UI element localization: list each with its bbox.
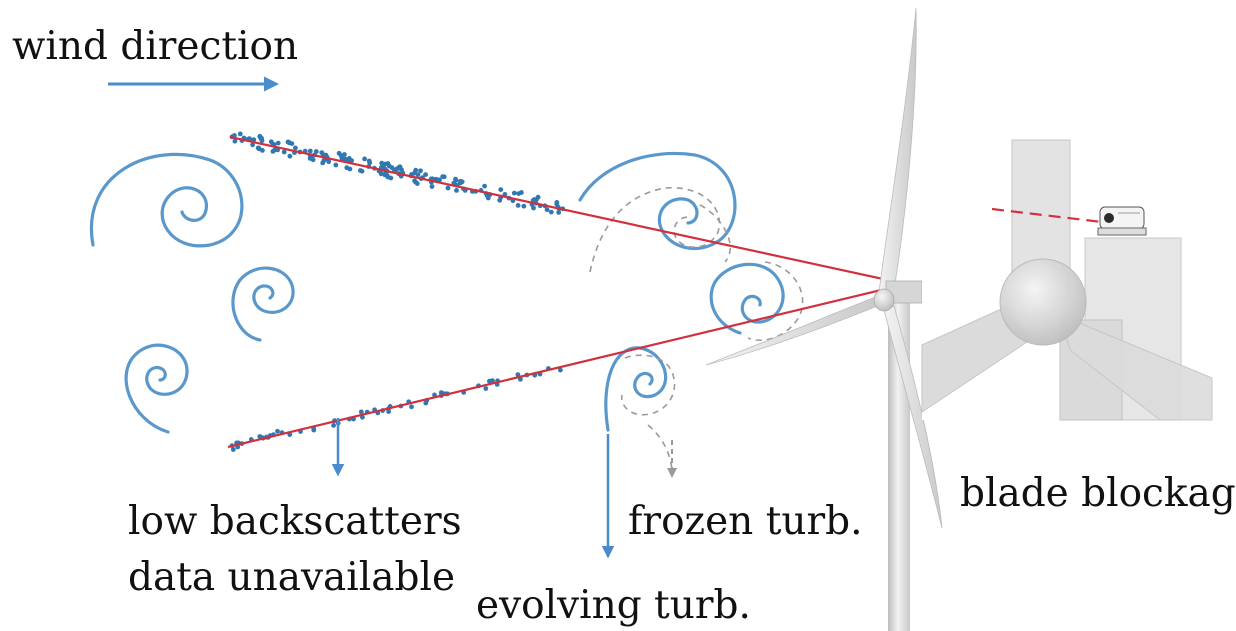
backscatter-point [414, 181, 420, 187]
backscatter-point [287, 153, 293, 159]
backscatter-point [281, 149, 287, 155]
vortex-upper-right [578, 151, 737, 251]
data-unavailable-label: data unavailable [128, 555, 456, 600]
backscatter-point [338, 153, 344, 159]
lidar-beams [227, 135, 907, 449]
backscatter-point [515, 372, 521, 377]
low-backscatters-label: low backscatters [128, 499, 462, 544]
backscatter-point [379, 161, 385, 166]
annotation-arrows [331, 418, 677, 559]
backscatter-point [498, 187, 504, 193]
vortex-evolving [604, 346, 668, 432]
turbine-blade-left [705, 295, 881, 366]
backscatter-point [259, 138, 265, 144]
backscatter-point [482, 183, 487, 189]
backscatter-point [440, 174, 446, 180]
lidar-device-icon [1097, 206, 1147, 236]
turbine-hub [873, 288, 895, 312]
backscatter-point [367, 160, 373, 166]
inset-hub [999, 258, 1087, 346]
backscatter-point [413, 167, 419, 173]
backscatter-point [386, 409, 391, 414]
backscatter-point [558, 367, 563, 373]
backscatter-point [556, 210, 562, 215]
backscatter-point [483, 386, 489, 391]
backscatter-point [418, 168, 423, 174]
vortex-small [124, 343, 189, 434]
blade-blockage-label: blade blockage [960, 471, 1236, 516]
backscatter-point [250, 142, 256, 148]
backscatter-point [358, 168, 363, 173]
backscatter-point [333, 162, 339, 168]
backscatter-point [535, 194, 541, 200]
backscatter-point [275, 428, 280, 434]
backscatter-point [437, 177, 442, 183]
backscatter-point [362, 156, 367, 162]
frozen-turb-label: frozen turb. [628, 499, 863, 544]
backscatter-point [490, 378, 495, 383]
backscatter-point [544, 207, 550, 213]
inset-blade-right [1059, 314, 1213, 421]
backscatter-point [385, 161, 391, 166]
turbine-blade-down [883, 305, 943, 529]
backscatter-point [485, 195, 491, 201]
backscatter-point [320, 160, 326, 166]
wind-direction-label: wind direction [12, 24, 299, 69]
backscatter-point [519, 190, 524, 195]
backscatter-point [326, 159, 332, 165]
backscatter-point [445, 185, 451, 191]
backscatter-point [409, 404, 414, 410]
backscatter-point [396, 164, 402, 170]
backscatter-point [237, 131, 243, 137]
backscatter-point [429, 184, 435, 189]
backscatter-point [515, 203, 521, 208]
wind-turbine [705, 7, 943, 631]
backscatter-point [347, 166, 353, 172]
backscatter-point [388, 175, 394, 181]
backscatter-point [293, 145, 298, 151]
backscatter-point [454, 188, 459, 193]
backscatter-point [307, 148, 313, 154]
lidar-beam-lower [227, 282, 907, 449]
turbine-blade-top [877, 7, 917, 303]
lidar-beam-upper [229, 135, 907, 286]
backscatter-point [511, 190, 517, 196]
backscatter-point [230, 447, 236, 452]
vortex-right-lower [709, 262, 785, 335]
backscatter-point [548, 209, 554, 215]
backscatter-point [453, 177, 459, 183]
vortex-large [89, 152, 244, 248]
backscatter-point [531, 197, 537, 203]
blade-blockage-inset [921, 139, 1213, 421]
backscatter-point [260, 148, 265, 153]
backscatter-point [531, 205, 536, 211]
backscatter-point [382, 172, 388, 178]
backscatter-point [232, 138, 238, 144]
backscatter-point [286, 139, 292, 145]
backscatter-point [346, 156, 352, 161]
backscatter-point [331, 423, 336, 428]
frozen-vortex-dashes [589, 187, 804, 471]
evolving-turb-label: evolving turb. [476, 583, 751, 628]
vortices [89, 151, 785, 434]
backscatter-points-upper [229, 131, 566, 215]
backscatter-point [459, 179, 465, 185]
vortex-mid [231, 266, 295, 342]
backscatter-point [423, 172, 428, 178]
backscatter-point [521, 203, 527, 209]
backscatter-point [343, 156, 348, 162]
backscatter-point [358, 409, 364, 415]
backscatter-point [246, 136, 252, 142]
backscatter-point [255, 145, 261, 151]
backscatter-point [275, 140, 281, 146]
